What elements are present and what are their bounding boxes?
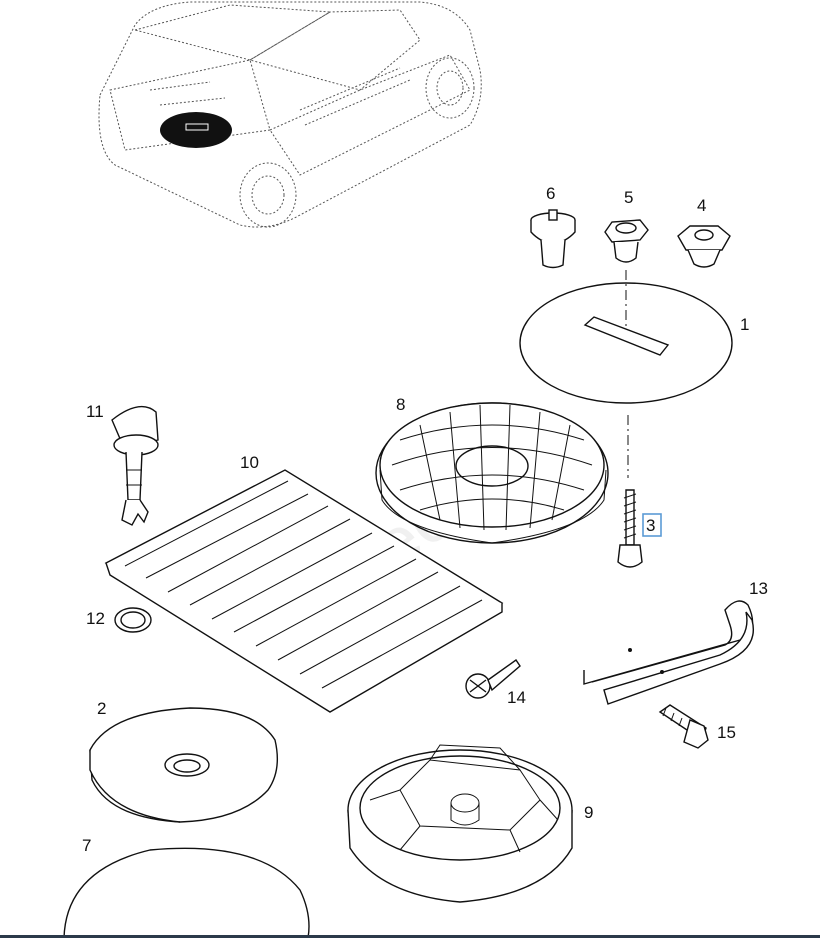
callout-13[interactable]: 13	[749, 579, 768, 598]
part-7-disc	[63, 847, 310, 938]
part-1-cover-disc	[519, 270, 733, 478]
part-14-screw	[465, 659, 521, 699]
part-8-foam-insert	[375, 402, 609, 544]
part-4-clip	[677, 225, 731, 268]
callout-15[interactable]: 15	[717, 723, 736, 742]
callout-14[interactable]: 14	[507, 688, 526, 707]
bottom-border	[0, 935, 820, 938]
part-15-bolt	[658, 704, 709, 749]
part-11-handle	[111, 405, 159, 526]
part-3-bolt	[617, 489, 643, 568]
callout-4[interactable]: 4	[697, 196, 706, 215]
callout-1[interactable]: 1	[740, 315, 749, 334]
callout-11[interactable]: 11	[86, 402, 104, 421]
callout-10[interactable]: 10	[240, 453, 259, 472]
part-2-disc	[89, 707, 278, 823]
callout-3-highlight	[642, 513, 662, 537]
part-6-clip	[530, 209, 576, 269]
part-12-ring	[114, 607, 152, 633]
callout-5[interactable]: 5	[624, 188, 633, 207]
callout-7[interactable]: 7	[82, 836, 91, 855]
callout-9[interactable]: 9	[584, 803, 593, 822]
part-10-floor-panel	[104, 469, 504, 713]
part-5-clip	[604, 219, 649, 263]
callout-3[interactable]: 3	[646, 516, 655, 535]
car-outline	[98, 1, 482, 228]
part-13-strap	[583, 600, 754, 705]
callout-6[interactable]: 6	[546, 184, 555, 203]
callout-12[interactable]: 12	[86, 609, 105, 628]
part-9-tray	[347, 744, 573, 903]
callout-8[interactable]: 8	[396, 395, 405, 414]
callout-2[interactable]: 2	[97, 699, 106, 718]
